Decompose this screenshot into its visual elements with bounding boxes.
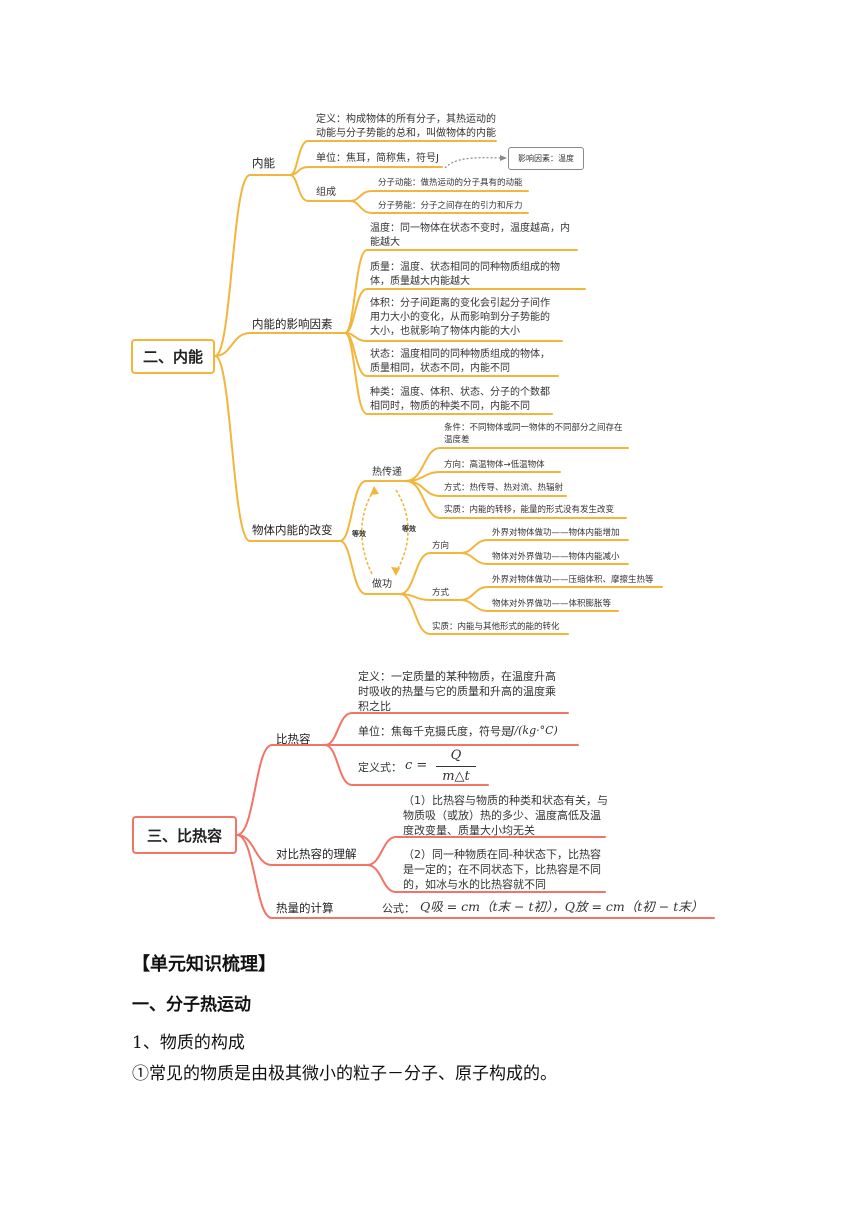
understanding-1-line-2: 物质吸（或放）热的多少、温度高低及温 — [403, 809, 601, 822]
dotted-link-arrow-icon — [500, 155, 507, 161]
branch-composition: 组成 — [316, 187, 336, 198]
condition-line-1: 条件：不同物体或同一物体的不同部分之间存在 — [444, 423, 623, 433]
factor-temperature-2: 能越大 — [370, 237, 400, 248]
dotted-link — [444, 157, 504, 169]
understanding-1-line-1: （1）比热容与物质的种类和状态有关，与 — [403, 794, 608, 807]
equivalent-label-right: 等效 — [402, 525, 416, 533]
section-heading: 一、分子热运动 — [132, 995, 251, 1015]
equivalence-arrow-down — [395, 489, 409, 573]
root-node-internal-energy: 二、内能 — [131, 339, 215, 374]
factor-kind-2: 相同时，物质的种类不同，内能不同 — [370, 401, 530, 412]
work-on-body-text: 外界对物体做功——物体内能增加 — [492, 528, 620, 538]
connector-internal-energy — [214, 174, 291, 357]
factor-mass-1: 质量：温度、状态相同的同种物质组成的物 — [370, 262, 560, 273]
understanding-1-line-3: 度改变量、质量大小均无关 — [403, 824, 535, 837]
root-node-specific-heat: 三、比热容 — [132, 816, 237, 854]
connector-specific-heat — [236, 744, 326, 836]
factor-temperature-1: 温度：同一物体在状态不变时，温度越高，内 — [370, 223, 570, 234]
connector-understanding — [236, 834, 368, 866]
paragraph: ①常见的物质是由极其微小的粒子－分子、原子构成的。 — [132, 1064, 557, 1084]
factor-volume-1: 体积：分子间距离的变化会引起分子间作 — [370, 298, 550, 309]
work-method-by-body: 物体对外界做功——体积膨胀等 — [492, 599, 612, 609]
definition-line-1: 定义：构成物体的所有分子，其热运动的 — [316, 114, 496, 125]
work-direction-label: 方向 — [432, 541, 450, 551]
work-essence-text: 实质：内能与其他形式的能的转化 — [432, 622, 560, 632]
sh-definition-2: 时吸收的热量与它的质量和升高的温度乘 — [358, 685, 556, 698]
equivalence-arrow-up — [360, 489, 375, 575]
equivalent-label-left: 等效 — [352, 530, 366, 538]
potential-energy-text: 分子势能：分子之间存在的引力和斥力 — [378, 201, 523, 211]
sh-formula-lhs: c = — [405, 758, 428, 773]
connector-change — [214, 355, 341, 542]
sh-formula-fraction: Q m△t — [436, 748, 476, 785]
sh-formula-numerator: Q — [450, 748, 462, 763]
sh-unit-text: 单位：焦每千克摄氏度，符号是 — [358, 725, 512, 738]
unit-heading: 【单元知识梳理】 — [132, 954, 276, 975]
unit-text: 单位：焦耳，简称焦，符号J — [316, 153, 439, 164]
heat-transfer-label: 热传递 — [372, 467, 402, 478]
factor-kind-1: 种类：温度、体积、状态、分子的个数都 — [370, 387, 550, 398]
kinetic-energy-text: 分子动能：做热运动的分子具有的动能 — [378, 178, 523, 188]
factor-state-2: 质量相同，状态不同，内能不同 — [370, 363, 510, 374]
sh-unit-symbol: J/(kg·°C) — [510, 724, 558, 737]
arrowhead-down-icon — [391, 567, 400, 576]
influence-box: 影响因素：温度 — [508, 147, 584, 170]
understanding-2-line-3: 的，如冰与水的比热容就不同 — [403, 878, 546, 891]
branch-factors: 内能的影响因素 — [252, 317, 333, 331]
sh-formula-label: 定义式： — [358, 761, 402, 774]
fraction-bar — [436, 766, 476, 767]
branch-change: 物体内能的改变 — [252, 523, 333, 537]
factor-mass-2: 体，质量越大内能越大 — [370, 276, 470, 287]
factor-state-1: 状态：温度相同的同种物质组成的物体， — [370, 349, 550, 360]
condition-line-2: 温度差 — [444, 435, 470, 445]
arrowhead-up-icon — [370, 486, 379, 495]
sh-formula-denominator: m△t — [442, 769, 470, 784]
branch-internal-energy: 内能 — [252, 156, 275, 170]
work-method-on-body: 外界对物体做功——压缩体积、摩擦生热等 — [492, 575, 654, 585]
branch-specific-heat: 比热容 — [276, 732, 311, 746]
work-by-body-text: 物体对外界做功——物体内能减小 — [492, 552, 620, 562]
factor-volume-2: 用力大小的变化，从而影响到分子势能的 — [370, 312, 550, 323]
understanding-2-line-2: 是一定的；在不同状态下，比热容是不同 — [403, 863, 601, 876]
definition-line-2: 动能与分子势能的总和，叫做物体的内能 — [316, 128, 496, 139]
heat-method-text: 方式：热传导、热对流、热辐射 — [444, 483, 564, 493]
work-method-label: 方式 — [432, 588, 450, 598]
connector-factors — [214, 332, 346, 357]
heat-essence-text: 实质：内能的转移，能量的形式没有发生改变 — [444, 505, 615, 515]
sh-definition-3: 积之比 — [358, 700, 391, 713]
calc-formula: Q吸 = cm（t末 − t初），Q放 = cm（t初 − t末） — [420, 899, 704, 914]
work-label: 做功 — [372, 579, 392, 590]
understanding-2-line-1: （2）同一种物质在同-种状态下，比热容 — [403, 848, 601, 861]
subsection-heading: 1、物质的构成 — [132, 1033, 245, 1053]
connector-calculation — [236, 834, 361, 919]
sh-definition-1: 定义：一定质量的某种物质，在温度升高 — [358, 670, 556, 683]
heat-direction-text: 方向：高温物体→低温物体 — [444, 460, 545, 470]
branch-understanding: 对比热容的理解 — [276, 847, 357, 861]
branch-calculation: 热量的计算 — [276, 901, 334, 915]
factor-volume-3: 大小，也就影响了物体内能的大小 — [370, 326, 520, 337]
calc-formula-label: 公式： — [382, 902, 415, 915]
